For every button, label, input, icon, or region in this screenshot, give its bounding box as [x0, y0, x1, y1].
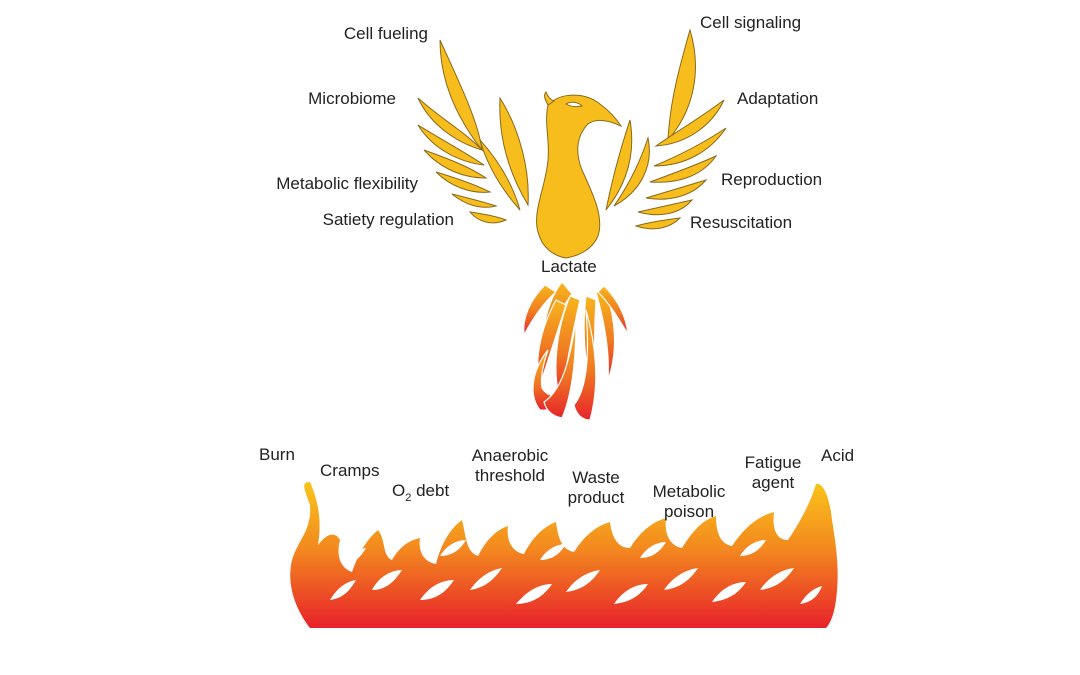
phoenix-head-crest [544, 91, 556, 106]
agent-line: agent [751, 473, 795, 492]
role-label-adaptation: Adaptation [737, 89, 819, 108]
o2-letter: O [392, 481, 406, 500]
role-label-cell-fueling: Cell fueling [343, 24, 428, 43]
phoenix-eye-icon [565, 101, 584, 108]
waste-line: Waste [572, 468, 620, 487]
flames [290, 482, 838, 628]
o2-subscript: 2 [405, 492, 412, 504]
myth-label-o2-debt: O2 debt [392, 481, 450, 504]
myth-label-anaerobic-threshold: Anaerobic threshold [460, 446, 560, 486]
role-label-microbiome: Microbiome [308, 89, 396, 108]
role-label-satiety-regulation: Satiety regulation [322, 210, 454, 229]
myth-label-burn: Burn [259, 445, 295, 464]
poison-line: poison [663, 502, 715, 521]
myth-label-metabolic-poison: Metabolic poison [642, 482, 736, 522]
myth-label-acid: Acid [821, 446, 855, 465]
myth-label-waste-product: Waste product [556, 468, 636, 508]
phoenix-body [536, 94, 623, 259]
role-label-cell-signaling: Cell signaling [700, 13, 802, 32]
role-label-resuscitation: Resuscitation [690, 213, 793, 232]
right-wing [605, 28, 727, 230]
center-label-lactate: Lactate [541, 257, 597, 276]
anaerobic-line: Anaerobic [471, 446, 549, 465]
myth-label-cramps: Cramps [320, 461, 380, 480]
left-wing [417, 39, 529, 224]
phoenix-tail [523, 281, 629, 421]
role-label-metabolic-flexibility: Metabolic flexibility [276, 174, 418, 193]
flame-cutouts [330, 540, 822, 604]
role-label-reproduction: Reproduction [721, 170, 823, 189]
fatigue-line: Fatigue [744, 453, 802, 472]
metabolic-line: Metabolic [652, 482, 726, 501]
threshold-line: threshold [475, 466, 545, 485]
o2-debt-text: debt [411, 481, 450, 500]
myth-label-fatigue-agent: Fatigue agent [736, 453, 810, 493]
product-line: product [567, 488, 625, 507]
phoenix [417, 28, 727, 259]
